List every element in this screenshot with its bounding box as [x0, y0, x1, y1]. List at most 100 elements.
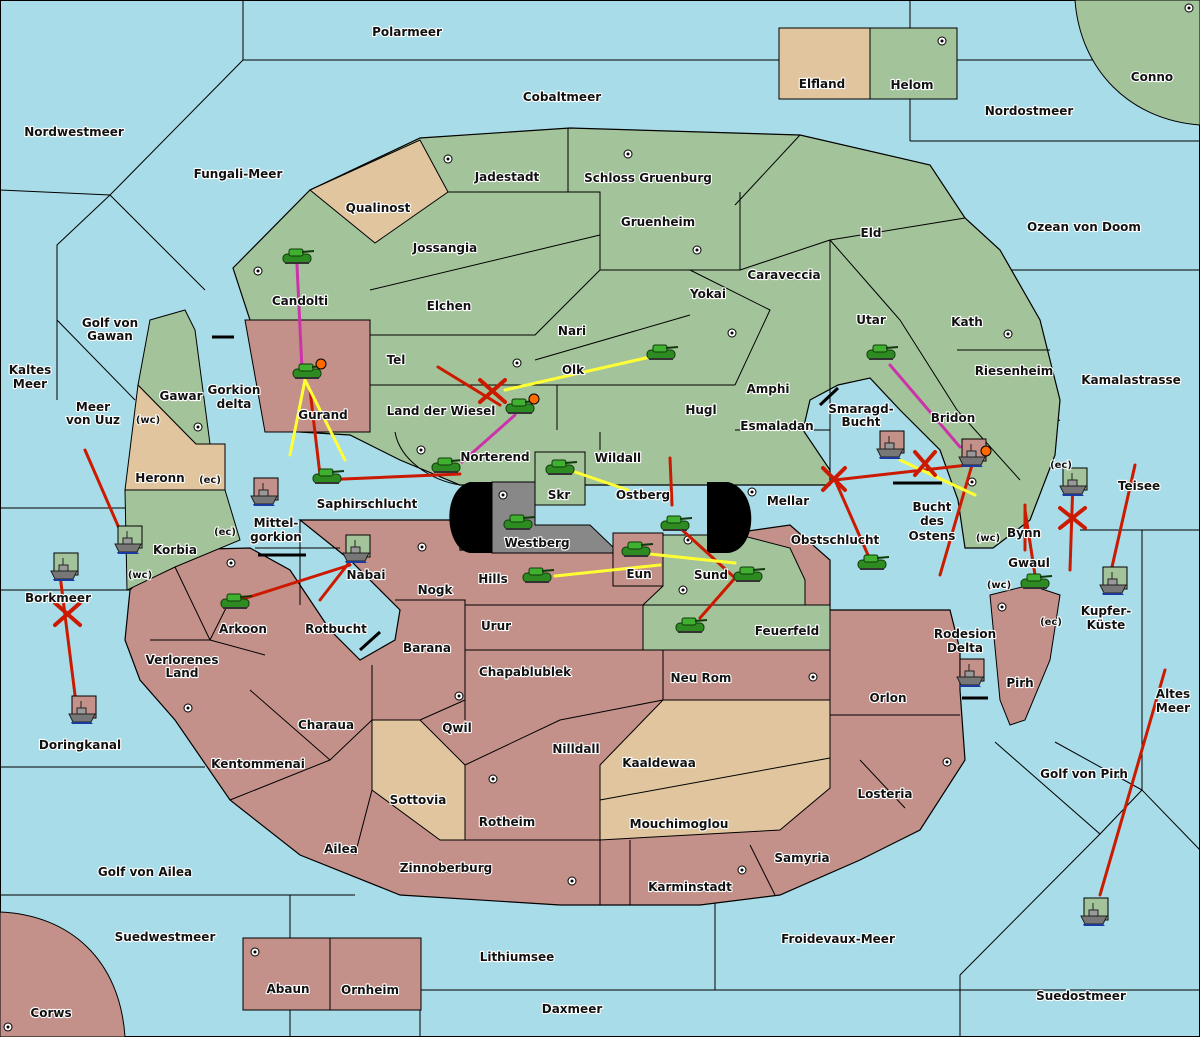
convoy-orders	[295, 263, 962, 464]
label-esmaladan: Esmaladan	[740, 419, 813, 433]
label-rodesion-2: Delta	[947, 641, 983, 655]
label-ailea: Ailea	[324, 842, 358, 856]
orders	[53, 263, 1167, 897]
region-conno	[1074, 0, 1200, 126]
label-elfland: Elfland	[799, 77, 845, 91]
army-unit[interactable]	[866, 344, 899, 360]
label-uuz-2: von Uuz	[66, 413, 120, 427]
army-unit[interactable]	[675, 617, 708, 633]
fleet-unit[interactable]	[1080, 897, 1109, 926]
label-fungali: Fungali-Meer	[194, 167, 283, 181]
label-skr: Skr	[548, 488, 571, 502]
fleet-unit[interactable]	[1099, 566, 1128, 595]
fleet-unit[interactable]	[876, 430, 905, 459]
label-barana: Barana	[403, 641, 451, 655]
label-verlorenes-2: Land	[166, 666, 199, 680]
label-mellar: Mellar	[767, 494, 809, 508]
label-amphi: Amphi	[746, 382, 789, 396]
label-qualinost: Qualinost	[346, 201, 411, 215]
label-sund: Sund	[694, 568, 728, 582]
label-kaaldewaa: Kaaldewaa	[622, 756, 696, 770]
fleet-unit[interactable]	[114, 525, 143, 554]
fleet-unit[interactable]	[958, 438, 987, 467]
army-unit[interactable]	[1020, 573, 1053, 589]
label-pirh: Pirh	[1006, 676, 1033, 690]
label-nabai: Nabai	[347, 568, 386, 582]
label-kaltes-2: Meer	[13, 377, 47, 391]
label-feuerfeld: Feuerfeld	[755, 624, 820, 638]
land-borders	[150, 128, 1050, 905]
label-bucht-1: Bucht	[912, 500, 951, 514]
label-ornheim: Ornheim	[341, 983, 399, 997]
label-samyria: Samyria	[774, 851, 829, 865]
army-unit[interactable]	[646, 344, 679, 360]
label-saphir: Saphirschlucht	[317, 497, 418, 511]
label-losteria: Losteria	[857, 787, 912, 801]
label-neurom: Neu Rom	[671, 671, 732, 685]
label-gawan-2: Gawan	[87, 329, 133, 343]
label-riesenheim: Riesenheim	[975, 364, 1054, 378]
army-unit[interactable]	[431, 457, 464, 473]
coast-bynn-ec: (ec)	[1050, 460, 1072, 471]
fleet-unit[interactable]	[342, 534, 371, 563]
failed-order-marks	[53, 378, 1087, 627]
land-labels: Elfland Helom Conno Qualinost Jadestadt …	[29, 69, 1174, 1021]
label-gawan-1: Golf von	[82, 316, 138, 330]
label-karminstadt: Karminstadt	[648, 880, 732, 894]
label-abaun: Abaun	[266, 982, 309, 996]
dislodged-burst-icon	[980, 445, 992, 457]
coast-gawar-wc: (wc)	[136, 415, 160, 426]
label-helom: Helom	[890, 78, 933, 92]
label-gawar: Gawar	[159, 389, 202, 403]
supply-center-dots	[6, 6, 1191, 1029]
army-unit[interactable]	[312, 468, 345, 484]
label-hills: Hills	[478, 572, 508, 586]
army-unit[interactable]	[503, 514, 536, 530]
army-unit[interactable]	[545, 459, 578, 475]
label-schloss: Schloss Gruenburg	[584, 171, 712, 185]
fleet-unit[interactable]	[68, 695, 97, 724]
coast-bynn-wc: (wc)	[976, 533, 1000, 544]
label-nordwestmeer: Nordwestmeer	[24, 125, 124, 139]
dislodged-burst-icon	[528, 393, 540, 405]
army-unit[interactable]	[522, 567, 555, 583]
fleet-unit[interactable]	[956, 658, 985, 687]
fleet-unit[interactable]	[50, 552, 79, 581]
label-borkmeer: Borkmeer	[25, 591, 91, 605]
label-teisee: Teisee	[1118, 479, 1160, 493]
coast-labels: (wc) (ec) (ec) (wc) (ec) (wc) (wc) (ec)	[127, 414, 1073, 629]
label-kupfer-2: Küste	[1087, 618, 1126, 632]
coast-pirh-wc: (wc)	[987, 580, 1011, 591]
label-chapa: Chapablublek	[479, 665, 572, 679]
army-unit[interactable]	[220, 593, 253, 609]
label-hugl: Hugl	[685, 403, 716, 417]
label-gorkion-1: Gorkion	[208, 383, 261, 397]
label-gruenheim: Gruenheim	[621, 215, 695, 229]
army-unit[interactable]	[282, 248, 315, 264]
label-nari: Nari	[558, 324, 586, 338]
label-doringkanal: Doringkanal	[39, 738, 121, 752]
fleet-unit[interactable]	[250, 477, 279, 506]
fleet-unit[interactable]	[1059, 467, 1088, 496]
label-qwil: Qwil	[442, 721, 472, 735]
impassable-west	[449, 482, 492, 553]
label-korbia: Korbia	[153, 543, 197, 557]
label-rodesion-1: Rodesion	[934, 627, 996, 641]
label-zinnoberburg: Zinnoberburg	[400, 861, 492, 875]
coast-korbia-wc: (wc)	[128, 570, 152, 581]
army-unit[interactable]	[733, 566, 766, 582]
army-unit[interactable]	[857, 554, 890, 570]
coast-pirh-ec: (ec)	[1040, 617, 1062, 628]
label-candolti: Candolti	[272, 294, 328, 308]
region-helom	[869, 27, 958, 100]
label-altes-2: Meer	[1156, 701, 1190, 715]
army-unit[interactable]	[621, 541, 654, 557]
move-orders	[58, 365, 1167, 897]
label-caraveccia: Caraveccia	[747, 268, 820, 282]
army-unit[interactable]	[660, 515, 693, 531]
region-gawar	[137, 309, 211, 445]
label-cobaltmeer: Cobaltmeer	[523, 90, 601, 104]
label-bynn: Bynn	[1007, 526, 1041, 540]
